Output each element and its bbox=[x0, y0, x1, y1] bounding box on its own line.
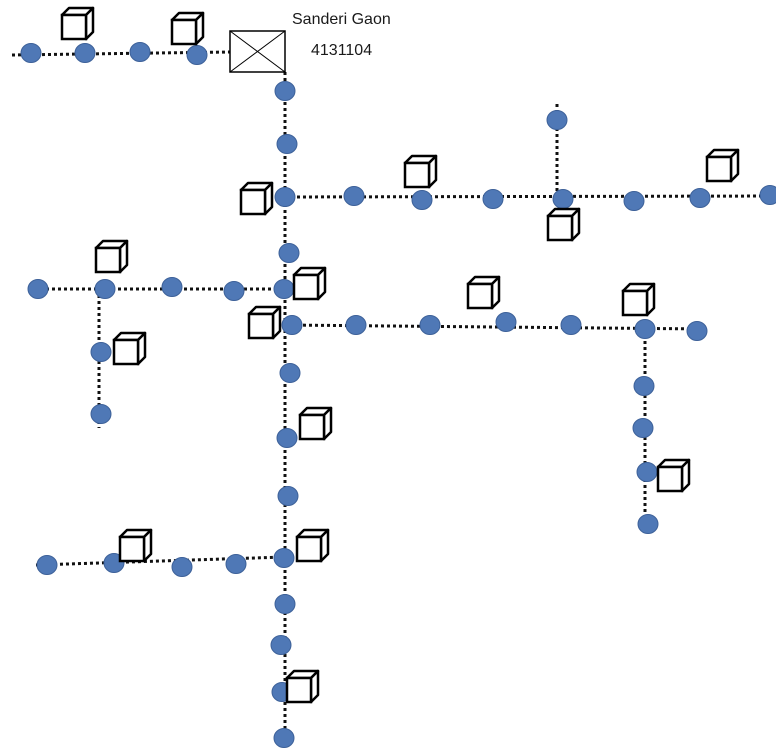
transformer-cube-icon bbox=[112, 331, 147, 366]
pole bbox=[161, 277, 183, 297]
pole bbox=[129, 42, 151, 62]
substation-code-label: 4131104 bbox=[311, 42, 373, 59]
pole bbox=[279, 363, 301, 383]
pole bbox=[223, 281, 245, 301]
pole bbox=[552, 189, 574, 209]
transformer-cube-icon bbox=[170, 11, 205, 46]
pole bbox=[689, 188, 711, 208]
pole bbox=[90, 342, 112, 362]
pole bbox=[411, 190, 433, 210]
pole bbox=[186, 45, 208, 65]
transformer-cube-icon bbox=[546, 207, 581, 242]
pole bbox=[419, 315, 441, 335]
pole bbox=[636, 462, 658, 482]
pole bbox=[274, 187, 296, 207]
distribution-lines bbox=[11, 50, 776, 745]
transformer-cube-icon bbox=[247, 305, 282, 340]
pole bbox=[281, 315, 303, 335]
pole bbox=[20, 43, 42, 63]
pole bbox=[36, 555, 58, 575]
pole bbox=[27, 279, 49, 299]
pole bbox=[90, 404, 112, 424]
pole bbox=[546, 110, 568, 130]
transformers-layer bbox=[60, 6, 740, 704]
pole bbox=[343, 186, 365, 206]
pole bbox=[278, 243, 300, 263]
pole bbox=[495, 312, 517, 332]
pole bbox=[274, 594, 296, 614]
pole bbox=[276, 134, 298, 154]
pole bbox=[94, 279, 116, 299]
pole bbox=[560, 315, 582, 335]
pole bbox=[277, 486, 299, 506]
transformer-cube-icon bbox=[403, 154, 438, 189]
pole bbox=[270, 635, 292, 655]
transformer-cube-icon bbox=[239, 181, 274, 216]
transformer-cube-icon bbox=[118, 528, 153, 563]
pole bbox=[273, 279, 295, 299]
transformer-cube-icon bbox=[292, 266, 327, 301]
pole bbox=[273, 728, 295, 748]
pole bbox=[633, 376, 655, 396]
transformer-cube-icon bbox=[60, 6, 95, 41]
transformer-cube-icon bbox=[466, 275, 501, 310]
line-segment bbox=[35, 555, 286, 567]
transformer-cube-icon bbox=[656, 458, 691, 493]
pole bbox=[276, 428, 298, 448]
transformer-cube-icon bbox=[295, 528, 330, 563]
poles-layer bbox=[20, 42, 776, 748]
pole bbox=[686, 321, 708, 341]
pole bbox=[634, 319, 656, 339]
transformer-cube-icon bbox=[705, 148, 740, 183]
transformer-cube-icon bbox=[94, 239, 129, 274]
transformer-cube-icon bbox=[621, 282, 656, 317]
pole bbox=[482, 189, 504, 209]
pole bbox=[623, 191, 645, 211]
pole bbox=[74, 43, 96, 63]
pole bbox=[171, 557, 193, 577]
transformer-cube-icon bbox=[285, 669, 320, 704]
pole bbox=[273, 548, 295, 568]
pole bbox=[632, 418, 654, 438]
pole bbox=[345, 315, 367, 335]
substation-name-label: Sanderi Gaon bbox=[292, 11, 391, 28]
pole bbox=[225, 554, 247, 574]
transformer-cube-icon bbox=[298, 406, 333, 441]
substation-icon bbox=[229, 30, 286, 73]
pole bbox=[759, 185, 776, 205]
pole bbox=[637, 514, 659, 534]
pole bbox=[274, 81, 296, 101]
